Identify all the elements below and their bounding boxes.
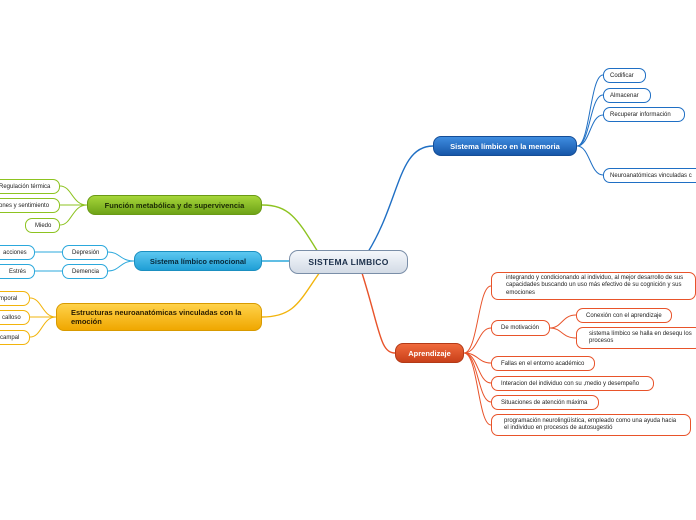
link-metabolica-regulacion xyxy=(59,185,88,206)
leaf-programacion-neurolinguistica[interactable]: programación neurolingüística, empleado … xyxy=(491,414,691,436)
leaf-emociones-sentimiento[interactable]: ones y sentimiento xyxy=(0,198,60,213)
link-emocional-depresion xyxy=(107,251,135,262)
leaf-miedo[interactable]: Miedo xyxy=(25,218,60,233)
leaf-cuerpo-calloso[interactable]: calloso xyxy=(0,310,30,325)
link-motivacion-sistema xyxy=(549,327,577,339)
link-aprendizaje-motivacion xyxy=(463,327,492,354)
leaf-demencia[interactable]: Demencia xyxy=(62,264,108,279)
leaf-recuperar-informacion[interactable]: Recuperar información xyxy=(603,107,685,122)
branch-memoria[interactable]: Sistema límbico en la memoria xyxy=(433,136,577,156)
leaf-acciones[interactable]: acciones xyxy=(0,245,35,260)
leaf-almacenar[interactable]: Almacenar xyxy=(603,88,651,103)
leaf-sistema-limbico-desequilibrio[interactable]: sistema límbico se halla en desequ los p… xyxy=(576,327,696,349)
link-root-aprendizaje xyxy=(361,272,396,354)
leaf-integrando[interactable]: integrando y condicionando al individuo,… xyxy=(491,272,696,300)
link-estructuras-temporal xyxy=(29,297,57,318)
leaf-de-motivacion[interactable]: De motivación xyxy=(491,320,550,336)
branch-sistema-emocional[interactable]: Sistema límbico emocional xyxy=(134,251,262,271)
link-memoria-codificar xyxy=(576,74,604,147)
leaf-lobulo-temporal[interactable]: mporal xyxy=(0,291,30,306)
leaf-regulacion-termica[interactable]: Regulación térmica xyxy=(0,179,60,194)
leaf-codificar[interactable]: Codificar xyxy=(603,68,646,83)
branch-funcion-metabolica[interactable]: Función metabólica y de supervivencia xyxy=(87,195,262,215)
link-aprendizaje-integrando xyxy=(463,285,492,354)
leaf-hipocampal[interactable]: campal xyxy=(0,330,30,345)
link-memoria-recuperar xyxy=(576,114,604,147)
leaf-neuroanatomicas[interactable]: Neuroanatómicas vinculadas c xyxy=(603,168,696,183)
leaf-interaccion-individuo[interactable]: Interacion del individuo con su ,medio y… xyxy=(491,376,654,391)
link-metabolica-miedo xyxy=(59,204,88,226)
link-estructuras-campal xyxy=(29,316,57,338)
root-node[interactable]: SISTEMA LIMBICO xyxy=(289,250,408,274)
link-emocional-demencia xyxy=(107,260,135,272)
link-memoria-neuro xyxy=(576,145,604,176)
branch-aprendizaje[interactable]: Aprendizaje xyxy=(395,343,464,363)
link-motivacion-conexion xyxy=(549,314,577,329)
leaf-estres[interactable]: Estrés xyxy=(0,264,35,279)
leaf-depresion[interactable]: Depresión xyxy=(62,245,108,260)
leaf-conexion-aprendizaje[interactable]: Conexión con el aprendizaje xyxy=(576,308,672,323)
link-root-metabolica xyxy=(261,204,319,253)
link-aprendizaje-situaciones xyxy=(463,352,492,403)
link-root-memoria xyxy=(367,145,434,253)
leaf-fallas-entorno[interactable]: Fallas en el entorno académico xyxy=(491,356,595,371)
leaf-situaciones-atencion[interactable]: Situaciones de atención máxima xyxy=(491,395,599,410)
link-memoria-almacenar xyxy=(576,94,604,147)
link-aprendizaje-programacion xyxy=(463,352,492,426)
branch-estructuras-neuroanatomicas[interactable]: Estructuras neuroanatómicas vinculadas c… xyxy=(56,303,262,331)
link-root-estructuras xyxy=(261,271,321,318)
